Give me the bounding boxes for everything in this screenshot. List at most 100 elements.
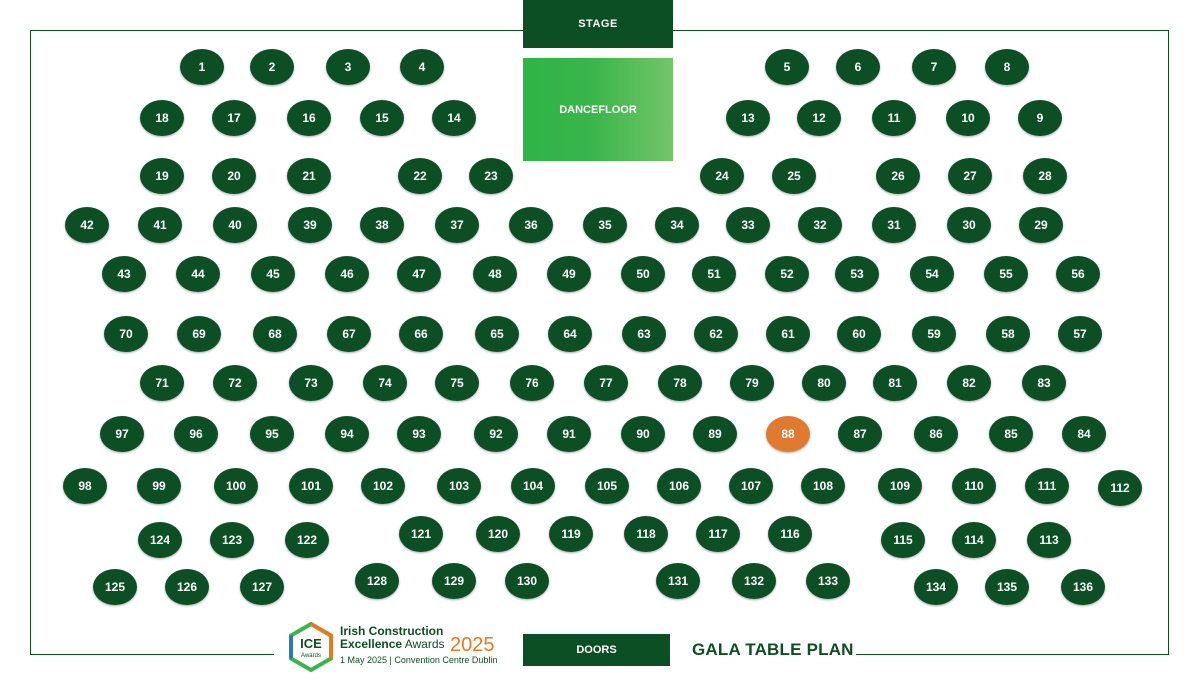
- table-12[interactable]: 12: [797, 100, 841, 136]
- table-93[interactable]: 93: [397, 416, 441, 452]
- table-84[interactable]: 84: [1062, 416, 1106, 452]
- table-115[interactable]: 115: [881, 522, 925, 558]
- table-78[interactable]: 78: [658, 365, 702, 401]
- table-41[interactable]: 41: [138, 207, 182, 243]
- table-52[interactable]: 52: [765, 256, 809, 292]
- table-11[interactable]: 11: [872, 100, 916, 136]
- table-106[interactable]: 106: [657, 468, 701, 504]
- table-36[interactable]: 36: [509, 207, 553, 243]
- table-37[interactable]: 37: [435, 207, 479, 243]
- table-99[interactable]: 99: [137, 468, 181, 504]
- table-20[interactable]: 20: [212, 158, 256, 194]
- table-39[interactable]: 39: [288, 207, 332, 243]
- table-105[interactable]: 105: [585, 468, 629, 504]
- table-67[interactable]: 67: [327, 316, 371, 352]
- table-127[interactable]: 127: [240, 569, 284, 605]
- table-89[interactable]: 89: [693, 416, 737, 452]
- table-55[interactable]: 55: [984, 256, 1028, 292]
- table-34[interactable]: 34: [655, 207, 699, 243]
- table-71[interactable]: 71: [140, 365, 184, 401]
- table-123[interactable]: 123: [210, 522, 254, 558]
- table-135[interactable]: 135: [985, 569, 1029, 605]
- table-45[interactable]: 45: [251, 256, 295, 292]
- table-24[interactable]: 24: [700, 158, 744, 194]
- table-25[interactable]: 25: [772, 158, 816, 194]
- table-130[interactable]: 130: [505, 563, 549, 599]
- table-8[interactable]: 8: [985, 49, 1029, 85]
- table-18[interactable]: 18: [140, 100, 184, 136]
- table-16[interactable]: 16: [287, 100, 331, 136]
- table-32[interactable]: 32: [798, 207, 842, 243]
- table-101[interactable]: 101: [289, 468, 333, 504]
- table-125[interactable]: 125: [93, 569, 137, 605]
- table-65[interactable]: 65: [475, 316, 519, 352]
- table-75[interactable]: 75: [435, 365, 479, 401]
- table-94[interactable]: 94: [325, 416, 369, 452]
- table-79[interactable]: 79: [730, 365, 774, 401]
- table-77[interactable]: 77: [584, 365, 628, 401]
- table-68[interactable]: 68: [253, 316, 297, 352]
- table-117[interactable]: 117: [696, 516, 740, 552]
- table-26[interactable]: 26: [876, 158, 920, 194]
- table-33[interactable]: 33: [726, 207, 770, 243]
- table-54[interactable]: 54: [910, 256, 954, 292]
- table-44[interactable]: 44: [176, 256, 220, 292]
- table-74[interactable]: 74: [363, 365, 407, 401]
- table-5[interactable]: 5: [765, 49, 809, 85]
- table-96[interactable]: 96: [174, 416, 218, 452]
- table-58[interactable]: 58: [986, 316, 1030, 352]
- table-134[interactable]: 134: [914, 569, 958, 605]
- table-30[interactable]: 30: [947, 207, 991, 243]
- table-57[interactable]: 57: [1058, 316, 1102, 352]
- table-50[interactable]: 50: [621, 256, 665, 292]
- table-14[interactable]: 14: [432, 100, 476, 136]
- table-131[interactable]: 131: [656, 563, 700, 599]
- table-80[interactable]: 80: [802, 365, 846, 401]
- table-9[interactable]: 9: [1018, 100, 1062, 136]
- table-49[interactable]: 49: [547, 256, 591, 292]
- table-81[interactable]: 81: [873, 365, 917, 401]
- table-128[interactable]: 128: [355, 563, 399, 599]
- table-23[interactable]: 23: [469, 158, 513, 194]
- table-98[interactable]: 98: [63, 468, 107, 504]
- table-2[interactable]: 2: [250, 49, 294, 85]
- table-59[interactable]: 59: [912, 316, 956, 352]
- table-104[interactable]: 104: [511, 468, 555, 504]
- table-42[interactable]: 42: [65, 207, 109, 243]
- table-114[interactable]: 114: [952, 522, 996, 558]
- table-40[interactable]: 40: [213, 207, 257, 243]
- table-21[interactable]: 21: [287, 158, 331, 194]
- table-10[interactable]: 10: [946, 100, 990, 136]
- table-111[interactable]: 111: [1025, 468, 1069, 504]
- table-46[interactable]: 46: [325, 256, 369, 292]
- table-124[interactable]: 124: [138, 522, 182, 558]
- table-60[interactable]: 60: [837, 316, 881, 352]
- table-15[interactable]: 15: [360, 100, 404, 136]
- table-28[interactable]: 28: [1023, 158, 1067, 194]
- table-88[interactable]: 88: [766, 416, 810, 452]
- table-133[interactable]: 133: [806, 563, 850, 599]
- table-61[interactable]: 61: [766, 316, 810, 352]
- table-27[interactable]: 27: [948, 158, 992, 194]
- table-113[interactable]: 113: [1027, 522, 1071, 558]
- table-120[interactable]: 120: [476, 516, 520, 552]
- table-102[interactable]: 102: [361, 468, 405, 504]
- table-51[interactable]: 51: [692, 256, 736, 292]
- table-53[interactable]: 53: [835, 256, 879, 292]
- table-19[interactable]: 19: [140, 158, 184, 194]
- table-64[interactable]: 64: [548, 316, 592, 352]
- table-83[interactable]: 83: [1022, 365, 1066, 401]
- table-31[interactable]: 31: [872, 207, 916, 243]
- table-116[interactable]: 116: [768, 516, 812, 552]
- table-56[interactable]: 56: [1056, 256, 1100, 292]
- table-35[interactable]: 35: [583, 207, 627, 243]
- table-97[interactable]: 97: [100, 416, 144, 452]
- table-103[interactable]: 103: [437, 468, 481, 504]
- table-4[interactable]: 4: [400, 49, 444, 85]
- table-6[interactable]: 6: [836, 49, 880, 85]
- table-132[interactable]: 132: [732, 563, 776, 599]
- table-136[interactable]: 136: [1061, 569, 1105, 605]
- table-100[interactable]: 100: [214, 468, 258, 504]
- table-107[interactable]: 107: [729, 468, 773, 504]
- table-76[interactable]: 76: [510, 365, 554, 401]
